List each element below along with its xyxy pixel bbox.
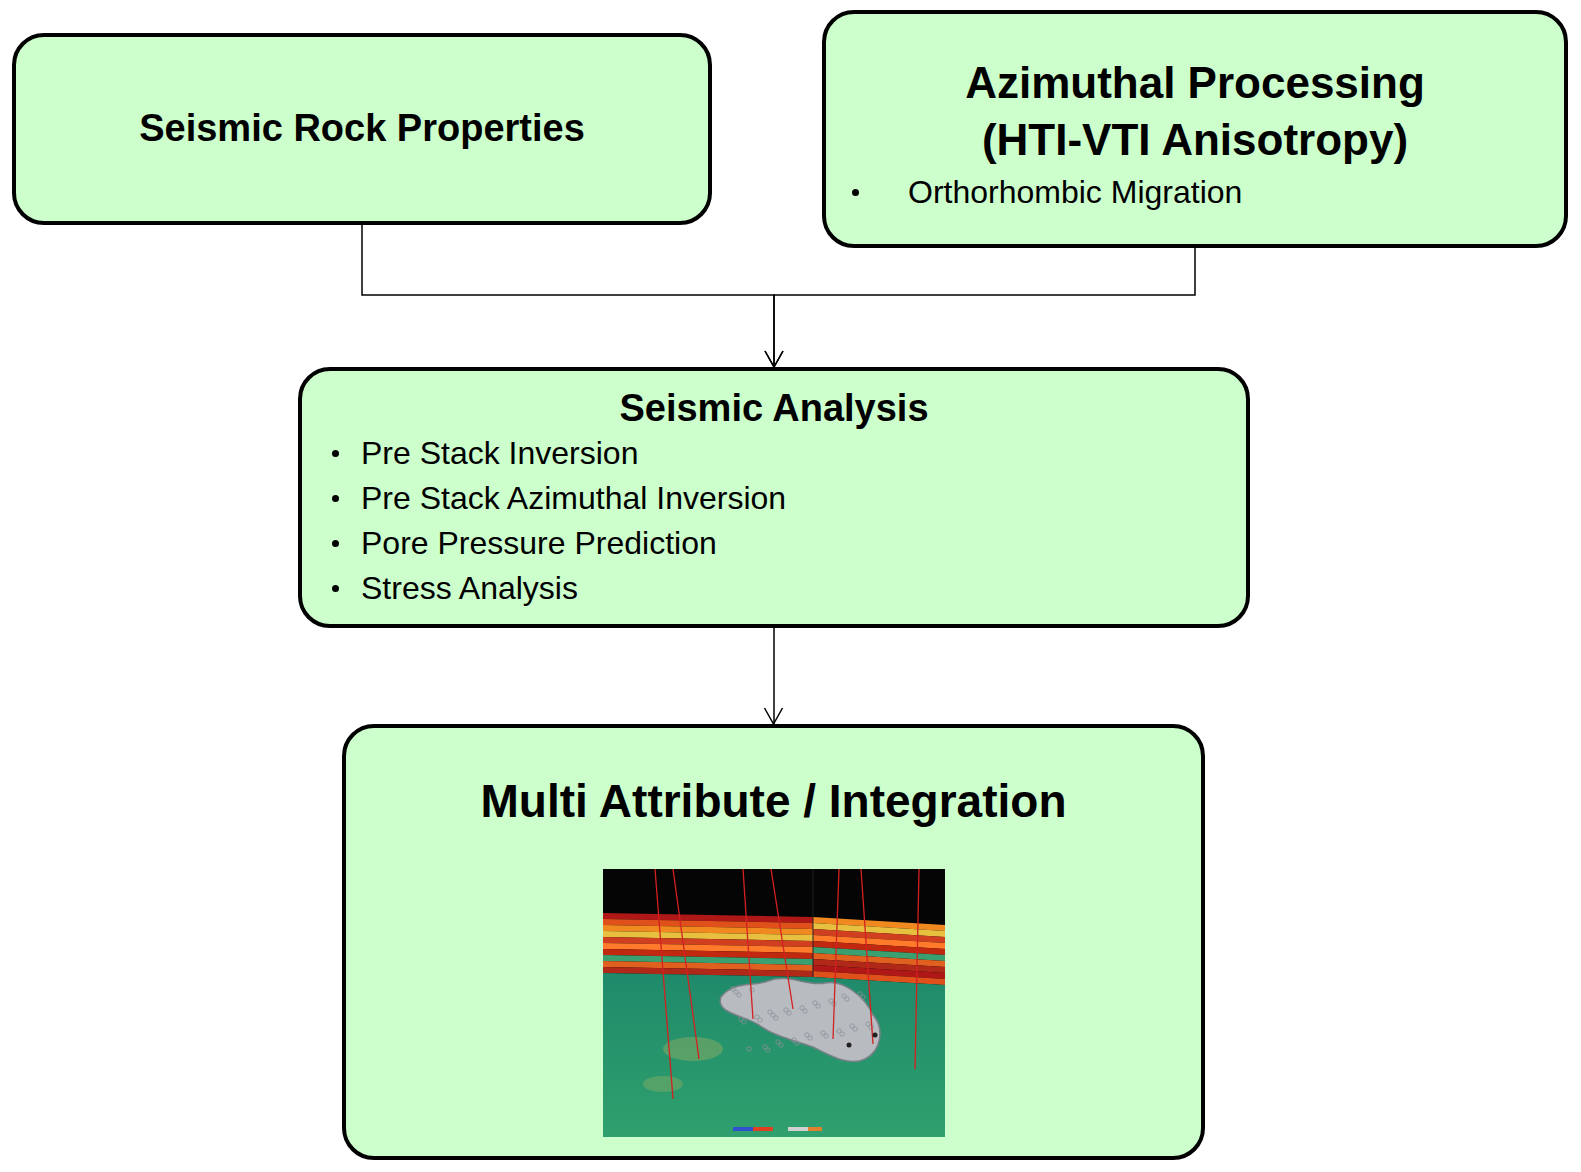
process-box: Seismic AnalysisPre Stack InversionPre S… [298, 367, 1250, 628]
bullet-text: Pre Stack Inversion [361, 434, 638, 472]
flow-arrow [362, 225, 783, 367]
process-box: Seismic Rock Properties [12, 33, 712, 225]
box-heading: Seismic Analysis [324, 385, 1224, 431]
bullet-row: Orthorhombic Migration [826, 172, 1564, 212]
flow-arrow [765, 248, 1195, 367]
bullet-dot [852, 189, 859, 196]
bullet-text: Pre Stack Azimuthal Inversion [361, 479, 786, 517]
bullet-dot [332, 450, 339, 457]
bullet-row: Pore Pressure Prediction [302, 521, 1246, 566]
bullet-dot [332, 540, 339, 547]
box-heading: Multi Attribute / Integration [364, 774, 1184, 829]
bullet-dot [332, 585, 339, 592]
bullet-text: Orthorhombic Migration [908, 173, 1242, 211]
bullet-dot [332, 495, 339, 502]
box-heading: Seismic Rock Properties [139, 106, 585, 152]
process-box: Azimuthal Processing (HTI-VTI Anisotropy… [822, 10, 1568, 248]
flow-arrow [765, 628, 783, 724]
process-box: Multi Attribute / Integration [342, 724, 1205, 1160]
bullet-row: Pre Stack Inversion [302, 431, 1246, 476]
reservoir-3d-view [603, 869, 945, 1137]
box-heading: Azimuthal Processing (HTI-VTI Anisotropy… [915, 54, 1475, 168]
bullet-text: Pore Pressure Prediction [361, 524, 717, 562]
bullet-text: Stress Analysis [361, 569, 578, 607]
bullet-row: Stress Analysis [302, 566, 1246, 611]
bullet-row: Pre Stack Azimuthal Inversion [302, 476, 1246, 521]
